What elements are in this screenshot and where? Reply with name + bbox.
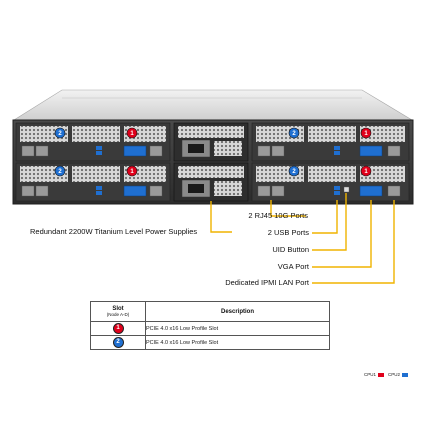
legend-label-cpu2: CPU2 — [387, 372, 400, 377]
leader-line-vga — [312, 200, 372, 268]
legend-label-cpu1: CPU1 — [363, 372, 376, 377]
rj45-port — [35, 145, 49, 157]
ipmi-lan-port — [149, 185, 163, 197]
pcie-slot-bracket — [360, 166, 405, 182]
description-header: Description — [145, 301, 330, 322]
callout-power-supplies: Redundant 2200W Titanium Level Power Sup… — [30, 227, 198, 236]
slot-2-marker-icon — [288, 127, 300, 139]
vga-port — [123, 145, 147, 157]
slot-marker-text: 1 — [130, 169, 134, 175]
slot-marker-text: 2 — [58, 169, 62, 175]
slot-2-marker-icon — [288, 165, 300, 177]
slot-2-marker-icon — [54, 127, 66, 139]
slot-marker-text: 1 — [364, 169, 368, 175]
pcie-slot-bracket — [72, 166, 120, 182]
slot-marker-text: 1 — [130, 131, 134, 137]
cpu-legend: CPU1 CPU2 — [364, 372, 410, 377]
ipmi-lan-port — [387, 185, 401, 197]
slot-1-marker-icon — [126, 127, 138, 139]
usb-port — [96, 146, 102, 150]
slot-header-label: Slot — [112, 306, 124, 312]
table-header-row: Slot (Node A-D) Description — [90, 301, 330, 322]
power-supply-top — [173, 122, 249, 162]
pcie-slot-bracket — [308, 126, 356, 142]
callout-ipmi-lan-port: Dedicated IPMI LAN Port — [225, 278, 309, 287]
slot-header: Slot (Node A-D) — [90, 301, 146, 322]
chassis-top — [12, 89, 414, 121]
usb-port — [334, 151, 340, 155]
leader-line-usb — [312, 200, 338, 234]
slot-2-badge-icon: 2 — [112, 337, 124, 348]
rj45-port — [35, 185, 49, 197]
legend-swatch-cpu2 — [402, 372, 408, 377]
leader-line-rj45 — [270, 200, 306, 217]
leader-line-ipmi — [312, 200, 395, 284]
slot-marker-text: 2 — [292, 169, 296, 175]
usb-port — [334, 146, 340, 150]
usb-port — [96, 186, 102, 190]
ipmi-lan-port — [387, 145, 401, 157]
node-tray-bottom-left: 2 1 — [15, 162, 171, 202]
rj45-port — [21, 145, 35, 157]
psu-fan-grille — [214, 141, 242, 156]
table-row: 1 PCIE 4.0 x16 Low Profile Slot — [90, 321, 330, 336]
table-row: 2 PCIE 4.0 x16 Low Profile Slot — [90, 335, 330, 350]
vga-port — [359, 185, 383, 197]
slot-1-badge-icon: 1 — [112, 323, 124, 334]
slot-1-marker-icon — [126, 165, 138, 177]
node-tray-top-left: 2 1 — [15, 122, 171, 162]
rj45-port — [271, 145, 285, 157]
rj45-port — [271, 185, 285, 197]
callout-usb-ports: 2 USB Ports — [267, 228, 309, 237]
leader-line-power-supplies — [210, 201, 232, 233]
vga-port — [359, 145, 383, 157]
slot-marker-text: 2 — [292, 131, 296, 137]
callout-rj45-ports: 2 RJ45 10G Ports — [248, 211, 308, 220]
usb-port — [96, 191, 102, 195]
vga-port — [123, 185, 147, 197]
pcie-slot-bracket — [308, 166, 356, 182]
pcie-slot-bracket — [360, 126, 405, 142]
slot-marker-text: 1 — [364, 131, 368, 137]
rj45-port — [257, 145, 271, 157]
slot-cell: 1 — [90, 321, 146, 336]
ipmi-lan-port — [149, 145, 163, 157]
slot-1-marker-icon — [360, 127, 372, 139]
slot-marker-text: 2 — [58, 131, 62, 137]
description-cell: PCIE 4.0 x16 Low Profile Slot — [145, 321, 330, 336]
description-cell: PCIE 4.0 x16 Low Profile Slot — [145, 335, 330, 350]
rj45-port — [21, 185, 35, 197]
power-supply-bottom — [173, 162, 249, 202]
usb-port — [96, 151, 102, 155]
slot-1-marker-icon — [360, 165, 372, 177]
node-tray-bottom-right: 2 1 — [251, 162, 410, 202]
rj45-port — [257, 185, 271, 197]
usb-port — [334, 191, 340, 195]
usb-port — [334, 186, 340, 190]
callout-uid-button: UID Button — [272, 245, 309, 254]
callout-vga-port: VGA Port — [277, 262, 309, 271]
pcie-slot-bracket — [72, 126, 120, 142]
psu-fan-grille — [214, 181, 242, 196]
slot-cell: 2 — [90, 335, 146, 350]
leader-line-uid — [312, 193, 347, 251]
slot-2-marker-icon — [54, 165, 66, 177]
callout-leader-lines — [210, 193, 395, 284]
uid-button — [343, 186, 350, 193]
node-tray-top-right: 2 1 — [251, 122, 410, 162]
legend-swatch-cpu1 — [377, 372, 384, 377]
slot-table: Slot (Node A-D) Description 1 PCIE 4.0 x… — [90, 301, 330, 350]
slot-header-sub: (Node A-D) — [106, 312, 130, 317]
